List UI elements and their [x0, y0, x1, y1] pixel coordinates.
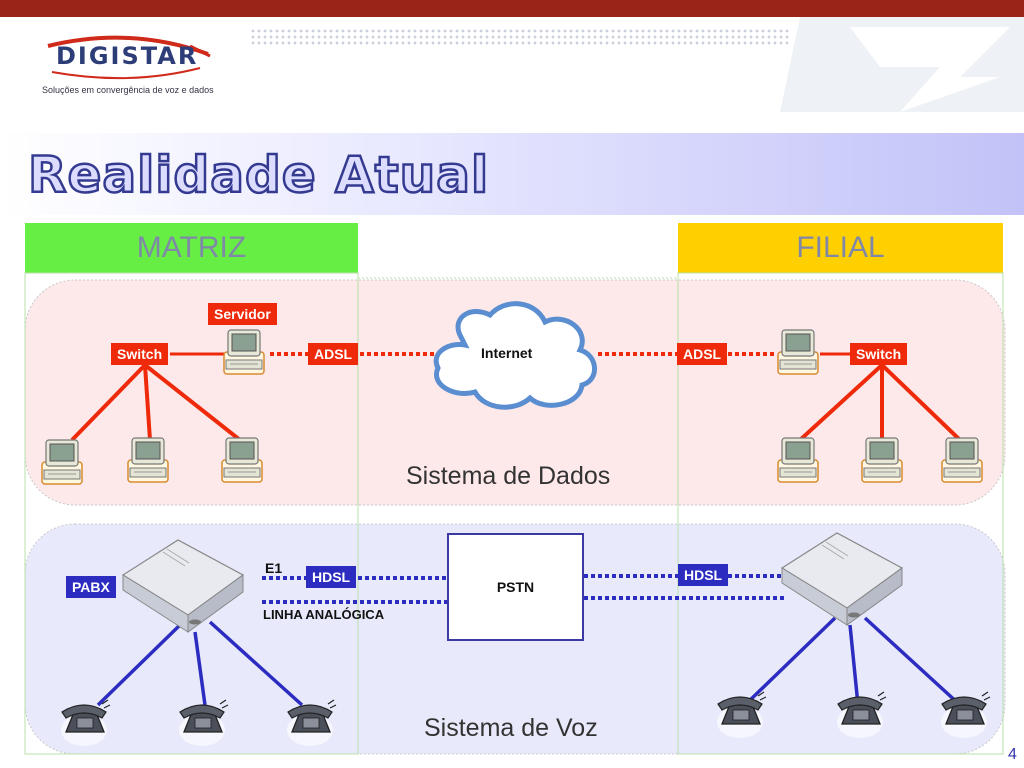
- e1-label: E1: [265, 560, 283, 576]
- voice-links: [96, 616, 962, 707]
- pabx-label: PABX: [66, 576, 116, 598]
- data-system-label: Sistema de Dados: [406, 462, 611, 490]
- trunk-links: [262, 574, 785, 604]
- switch-left-label: Switch: [111, 343, 169, 365]
- adsl-left-label: ADSL: [308, 343, 359, 365]
- column-header-matriz: MATRIZ: [25, 223, 358, 273]
- computer-icon: [861, 437, 903, 483]
- header-decoration: [780, 17, 1024, 112]
- logo: DIGISTAR: [56, 42, 199, 70]
- computer-icon: [777, 437, 819, 483]
- column-header-filial: FILIAL: [678, 223, 1003, 273]
- internet-label: Internet: [481, 345, 533, 361]
- computer-icon: [127, 437, 169, 483]
- voice-system-label: Sistema de Voz: [424, 714, 598, 742]
- dot-pattern: [250, 28, 790, 46]
- page-number: 4: [1008, 746, 1017, 763]
- page-title: Realidade Atual: [27, 145, 490, 206]
- computer-icon: [777, 329, 819, 375]
- logo-tagline: Soluções em convergência de voz e dados: [42, 85, 214, 95]
- linha-analogica-label: LINHA ANALÓGICA: [263, 607, 385, 622]
- server-computer-icon: [223, 329, 265, 375]
- computer-icon: [941, 437, 983, 483]
- hdsl-left-label: HDSL: [306, 566, 357, 588]
- title-band: [0, 133, 1024, 215]
- data-links: [70, 352, 962, 442]
- computer-icon: [221, 437, 263, 483]
- cloud-icon: [433, 301, 597, 410]
- top-bar: [0, 0, 1024, 17]
- switch-right-label: Switch: [850, 343, 908, 365]
- adsl-right-label: ADSL: [677, 343, 728, 365]
- computer-icon: [41, 439, 83, 485]
- hdsl-right-label: HDSL: [678, 564, 729, 586]
- column-guides: [24, 272, 1004, 755]
- servidor-label: Servidor: [208, 303, 277, 325]
- pstn-box: PSTN: [447, 533, 584, 641]
- logo-swoosh-icon: [47, 35, 211, 80]
